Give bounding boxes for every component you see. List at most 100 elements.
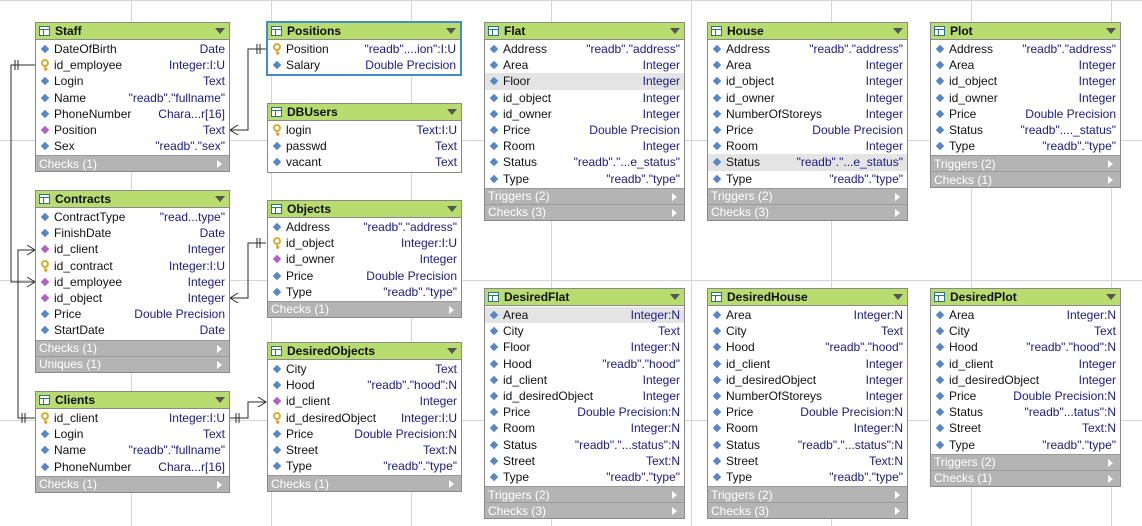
table-header[interactable]: Contracts bbox=[36, 191, 229, 208]
collapsed-section[interactable]: Checks (1) bbox=[268, 300, 461, 317]
expand-arrow-icon[interactable] bbox=[449, 305, 454, 314]
collapsed-section[interactable]: Triggers (2) bbox=[485, 486, 684, 503]
field-row[interactable]: Address"readb"."address" bbox=[268, 219, 461, 235]
collapsed-section[interactable]: Checks (1) bbox=[931, 469, 1120, 486]
table-header[interactable]: Staff bbox=[36, 23, 229, 40]
collapse-toggle-icon[interactable] bbox=[447, 206, 457, 212]
collapsed-section[interactable]: Triggers (2) bbox=[931, 453, 1120, 470]
expand-arrow-icon[interactable] bbox=[672, 507, 677, 516]
field-row[interactable]: Name"readb"."fullname" bbox=[36, 90, 229, 106]
field-row[interactable]: Sex"readb"."sex" bbox=[36, 138, 229, 154]
field-row[interactable]: Hood"readb"."hood" bbox=[485, 356, 684, 372]
field-row[interactable]: Type"readb"."type" bbox=[931, 138, 1120, 154]
collapse-toggle-icon[interactable] bbox=[215, 397, 225, 403]
collapsed-section[interactable]: Uniques (1) bbox=[36, 355, 229, 372]
table-header[interactable]: Clients bbox=[36, 392, 229, 409]
expand-arrow-icon[interactable] bbox=[672, 192, 677, 201]
expand-arrow-icon[interactable] bbox=[895, 192, 900, 201]
field-row[interactable]: Type"readb"."type" bbox=[268, 458, 461, 474]
collapsed-section[interactable]: Checks (3) bbox=[485, 502, 684, 519]
table-contracts[interactable]: Contracts ContractType"read...type"Finis… bbox=[35, 190, 230, 373]
field-row[interactable]: Type"readb"."type" bbox=[708, 171, 907, 187]
table-header[interactable]: House bbox=[708, 23, 907, 40]
table-header[interactable]: Plot bbox=[931, 23, 1120, 40]
collapsed-section[interactable]: Checks (3) bbox=[708, 203, 907, 220]
collapse-toggle-icon[interactable] bbox=[215, 196, 225, 202]
field-row[interactable]: Type"readb"."type" bbox=[485, 469, 684, 485]
collapsed-section[interactable]: Checks (1) bbox=[268, 475, 461, 492]
field-row[interactable]: Status"readb"."...status":N bbox=[708, 437, 907, 453]
field-row[interactable]: Address"readb"."address" bbox=[931, 41, 1120, 57]
collapsed-section[interactable]: Checks (1) bbox=[931, 171, 1120, 188]
field-row[interactable]: Address"readb"."address" bbox=[708, 41, 907, 57]
expand-arrow-icon[interactable] bbox=[1108, 176, 1113, 185]
field-row[interactable]: Status"readb"."...status":N bbox=[485, 437, 684, 453]
table-header[interactable]: DesiredPlot bbox=[931, 289, 1120, 306]
expand-arrow-icon[interactable] bbox=[1108, 474, 1113, 483]
table-header[interactable]: Positions bbox=[268, 23, 460, 40]
field-row[interactable]: Hood"readb"."hood":N bbox=[931, 339, 1120, 355]
collapse-toggle-icon[interactable] bbox=[447, 348, 457, 354]
collapse-toggle-icon[interactable] bbox=[670, 28, 680, 34]
collapse-toggle-icon[interactable] bbox=[893, 294, 903, 300]
table-header[interactable]: DesiredObjects bbox=[268, 343, 461, 360]
expand-arrow-icon[interactable] bbox=[217, 360, 222, 369]
collapse-toggle-icon[interactable] bbox=[446, 28, 456, 34]
field-row[interactable]: Hood"readb"."hood" bbox=[708, 339, 907, 355]
field-row[interactable]: Type"readb"."type" bbox=[485, 171, 684, 187]
field-row[interactable]: Status"readb"."...e_status" bbox=[485, 154, 684, 170]
field-row[interactable]: Type"readb"."type" bbox=[708, 469, 907, 485]
expand-arrow-icon[interactable] bbox=[672, 491, 677, 500]
field-row[interactable]: Type"readb"."type" bbox=[268, 284, 461, 300]
expand-arrow-icon[interactable] bbox=[217, 480, 222, 489]
collapsed-section[interactable]: Triggers (2) bbox=[708, 187, 907, 204]
